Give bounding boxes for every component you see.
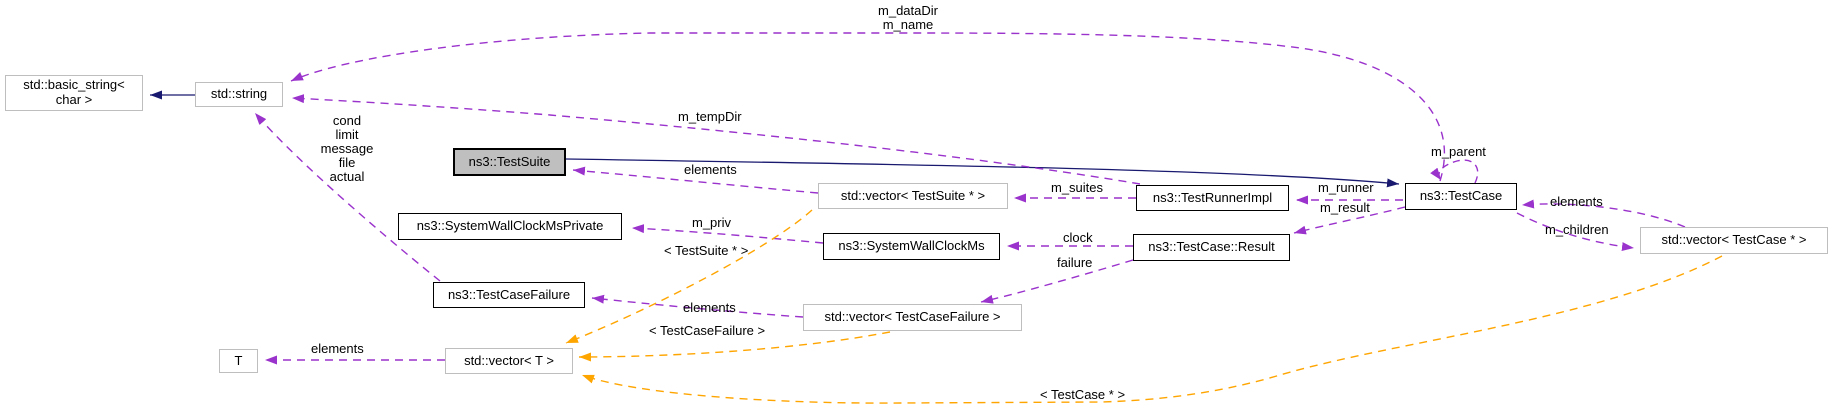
edge-label-m-suites: m_suites [1051,180,1104,195]
edge-label-template-tcf: < TestCaseFailure > [649,323,766,338]
node-t: T [219,349,258,373]
edge-label-m-priv: m_priv [692,215,732,230]
edge-m-priv [631,224,824,244]
edge-label-clock: clock [1063,230,1093,245]
edge-m-tempdir [291,94,1141,185]
node-vector-testcase-ptr: std::vector< TestCase * > [1640,227,1828,254]
edge-label-failure-fields: cond limit message file actual [320,113,374,185]
node-ns3-systemwallclockmsprivate[interactable]: ns3::SystemWallClockMsPrivate [398,213,622,240]
node-std-string: std::string [195,82,283,107]
edge-label-template-testcase: < TestCase * > [1040,387,1126,402]
edge-m-children [1516,212,1635,252]
node-vector-testsuite-ptr: std::vector< TestSuite * > [818,183,1008,209]
edge-elements-suite [572,166,819,194]
node-ns3-testrunnerimpl[interactable]: ns3::TestRunnerImpl [1136,185,1289,211]
node-vector-t: std::vector< T > [445,348,573,374]
edge-label-m-datadir-m-name: m_dataDir m_name [878,3,938,33]
node-ns3-testcase[interactable]: ns3::TestCase [1405,183,1517,210]
edge-label-failure: failure [1057,255,1093,270]
node-ns3-testcase-result[interactable]: ns3::TestCase::Result [1133,234,1290,261]
edge-testsuite-inherits-testcase [565,158,1400,188]
edge-label-elements-t: elements [311,341,364,356]
edge-failure [980,259,1134,304]
edge-label-m-parent: m_parent [1431,144,1486,159]
edge-m-datadir-m-name [290,32,1446,182]
edge-label-elements-case: elements [1550,194,1603,209]
node-vector-testcasefailure: std::vector< TestCaseFailure > [803,304,1022,331]
node-ns3-testsuite: ns3::TestSuite [453,148,566,176]
node-ns3-systemwallclockms[interactable]: ns3::SystemWallClockMs [823,233,1000,260]
edge-m-result [1293,206,1406,235]
edge-label-m-children: m_children [1545,222,1609,237]
edge-template-testsuite [565,209,813,344]
node-ns3-testcasefailure[interactable]: ns3::TestCaseFailure [433,282,585,308]
edge-label-elements-tcf: elements [683,300,736,315]
edge-label-template-testsuite: < TestSuite * > [664,243,749,258]
edge-m-parent-selfloop [1430,159,1479,184]
edge-elements-tcf [591,294,804,318]
edge-elements-case [1521,199,1686,228]
edge-label-elements-suite: elements [684,162,737,177]
edge-label-m-runner: m_runner [1318,180,1374,195]
node-std-basic-string: std::basic_string< char > [5,75,143,111]
edge-label-m-tempdir: m_tempDir [678,109,742,124]
edge-label-m-result: m_result [1320,200,1370,215]
